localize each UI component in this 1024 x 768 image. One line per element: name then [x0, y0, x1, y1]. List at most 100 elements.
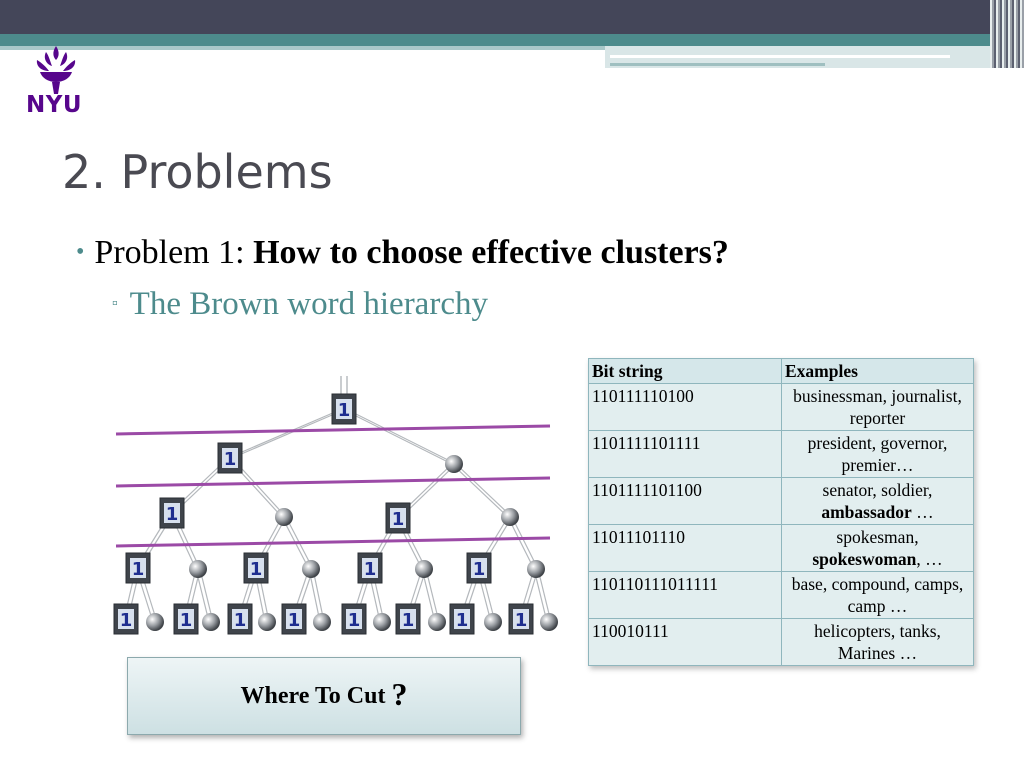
tree-node-circle	[189, 560, 207, 578]
tree-node-circle	[313, 613, 331, 631]
torch-icon	[36, 46, 76, 94]
labeled-node-face	[232, 609, 248, 629]
cut-line	[115, 424, 551, 436]
cut-line	[115, 536, 551, 548]
bullet-problem-1: • Problem 1: How to choose effective clus…	[76, 234, 729, 272]
sub-bullet-brown-hierarchy: ▫ The Brown word hierarchy	[112, 286, 488, 323]
examples-cell: president, governor, premier…	[781, 430, 974, 478]
labeled-node-face	[222, 448, 238, 468]
node-label: 1	[132, 559, 145, 580]
bit-string-cell: 1101111101100	[588, 477, 782, 525]
node-label: 1	[288, 610, 301, 631]
labeled-node-face	[178, 609, 194, 629]
bullet-prefix: Problem 1:	[94, 234, 254, 271]
labeled-node-face	[346, 609, 362, 629]
tree-node-circle	[501, 508, 519, 526]
labeled-node-face	[164, 503, 180, 523]
node-label: 1	[338, 400, 351, 421]
tree-nodes: 1 1 1 1 1 1 1 1 1 1 1 1 1 1 1 1	[113, 393, 558, 635]
page-title: 2. Problems	[62, 145, 333, 199]
table-row: 1101111101111 president, governor, premi…	[588, 430, 974, 478]
brown-hierarchy-tree: 1 1 1 1 1 1 1 1 1 1 1 1 1 1 1 1	[113, 376, 558, 635]
bullet-question: How to choose effective clusters?	[253, 234, 729, 271]
tree-node-circle	[258, 613, 276, 631]
examples-cell: businessman, journalist, reporter	[781, 383, 974, 431]
node-label: 1	[392, 509, 405, 530]
tree-node-circle	[415, 560, 433, 578]
node-label: 1	[234, 610, 247, 631]
node-label: 1	[456, 610, 469, 631]
square-bullet-icon: ▫	[112, 295, 118, 312]
tree-node-circle	[428, 613, 446, 631]
examples-cell: senator, soldier, ambassador …	[781, 477, 974, 525]
top-banner-stripe	[0, 34, 1024, 46]
labeled-node-face	[513, 609, 529, 629]
node-label: 1	[473, 559, 486, 580]
bit-string-cell: 110110111011111	[588, 571, 782, 619]
where-to-cut-text: Where To Cut	[240, 682, 386, 709]
node-label: 1	[348, 610, 361, 631]
bit-string-cell: 110010111	[588, 618, 782, 666]
labeled-node-face	[390, 508, 406, 528]
node-label: 1	[364, 559, 377, 580]
tree-edge	[345, 408, 457, 465]
tree-node-circle	[146, 613, 164, 631]
node-label: 1	[180, 610, 193, 631]
top-banner-line	[610, 55, 950, 58]
table-row: 110110111011111 base, compound, camps, c…	[588, 571, 974, 619]
tree-edge	[455, 463, 513, 518]
tree-node-circle	[373, 613, 391, 631]
labeled-node-face	[336, 399, 352, 419]
labeled-node-face	[454, 609, 470, 629]
labeled-node-face	[400, 609, 416, 629]
node-label: 1	[250, 559, 263, 580]
bit-string-table: Bit string Examples 110111110100 busines…	[588, 358, 974, 666]
labeled-node-face	[118, 609, 134, 629]
examples-cell: base, compound, camps, camp …	[781, 571, 974, 619]
node-label: 1	[120, 610, 133, 631]
header-examples: Examples	[781, 358, 974, 384]
tree-node-circle	[202, 613, 220, 631]
top-banner-line	[610, 63, 825, 66]
bullet-dot-icon: •	[76, 239, 85, 265]
node-label: 1	[224, 449, 237, 470]
where-to-cut-box: Where To Cut?	[127, 657, 521, 735]
bit-string-cell: 1101111101111	[588, 430, 782, 478]
tree-node-circle	[527, 560, 545, 578]
table-row: 110010111 helicopters, tanks, Marines …	[588, 618, 974, 666]
examples-cell: spokesman, spokeswoman, …	[781, 524, 974, 572]
bit-string-cell: 11011101110	[588, 524, 782, 572]
tree-node-circle	[445, 455, 463, 473]
labeled-node-face	[471, 558, 487, 578]
labeled-node-face	[248, 558, 264, 578]
labeled-node-face	[362, 558, 378, 578]
tree-edge	[451, 463, 509, 518]
tree-node-circle	[302, 560, 320, 578]
node-label: 1	[166, 504, 179, 525]
labeled-node-face	[286, 609, 302, 629]
table-header-row: Bit string Examples	[588, 358, 974, 384]
sub-bullet-text: The Brown word hierarchy	[129, 286, 488, 322]
header-bit-string: Bit string	[588, 358, 782, 384]
tree-node-circle	[484, 613, 502, 631]
tree-node-circle	[275, 508, 293, 526]
node-label: 1	[402, 610, 415, 631]
tree-edge	[341, 408, 453, 465]
node-label: 1	[515, 610, 528, 631]
tree-node-circle	[540, 613, 558, 631]
tree-edge	[227, 408, 343, 459]
top-banner-stripe-light	[0, 46, 1024, 50]
examples-cell: helicopters, tanks, Marines …	[781, 618, 974, 666]
table-row: 11011101110 spokesman, spokeswoman, …	[588, 524, 974, 572]
cut-lines	[115, 424, 551, 548]
tree-edge	[231, 408, 347, 459]
table-row: 110111110100 businessman, journalist, re…	[588, 383, 974, 431]
labeled-node-face	[130, 558, 146, 578]
cut-line	[115, 476, 551, 488]
top-banner	[0, 0, 1024, 34]
question-mark: ?	[391, 675, 408, 712]
logo-text: NYU	[26, 92, 83, 118]
top-banner-stripes	[990, 0, 1024, 68]
table-row: 1101111101100 senator, soldier, ambassad…	[588, 477, 974, 525]
bit-string-cell: 110111110100	[588, 383, 782, 431]
